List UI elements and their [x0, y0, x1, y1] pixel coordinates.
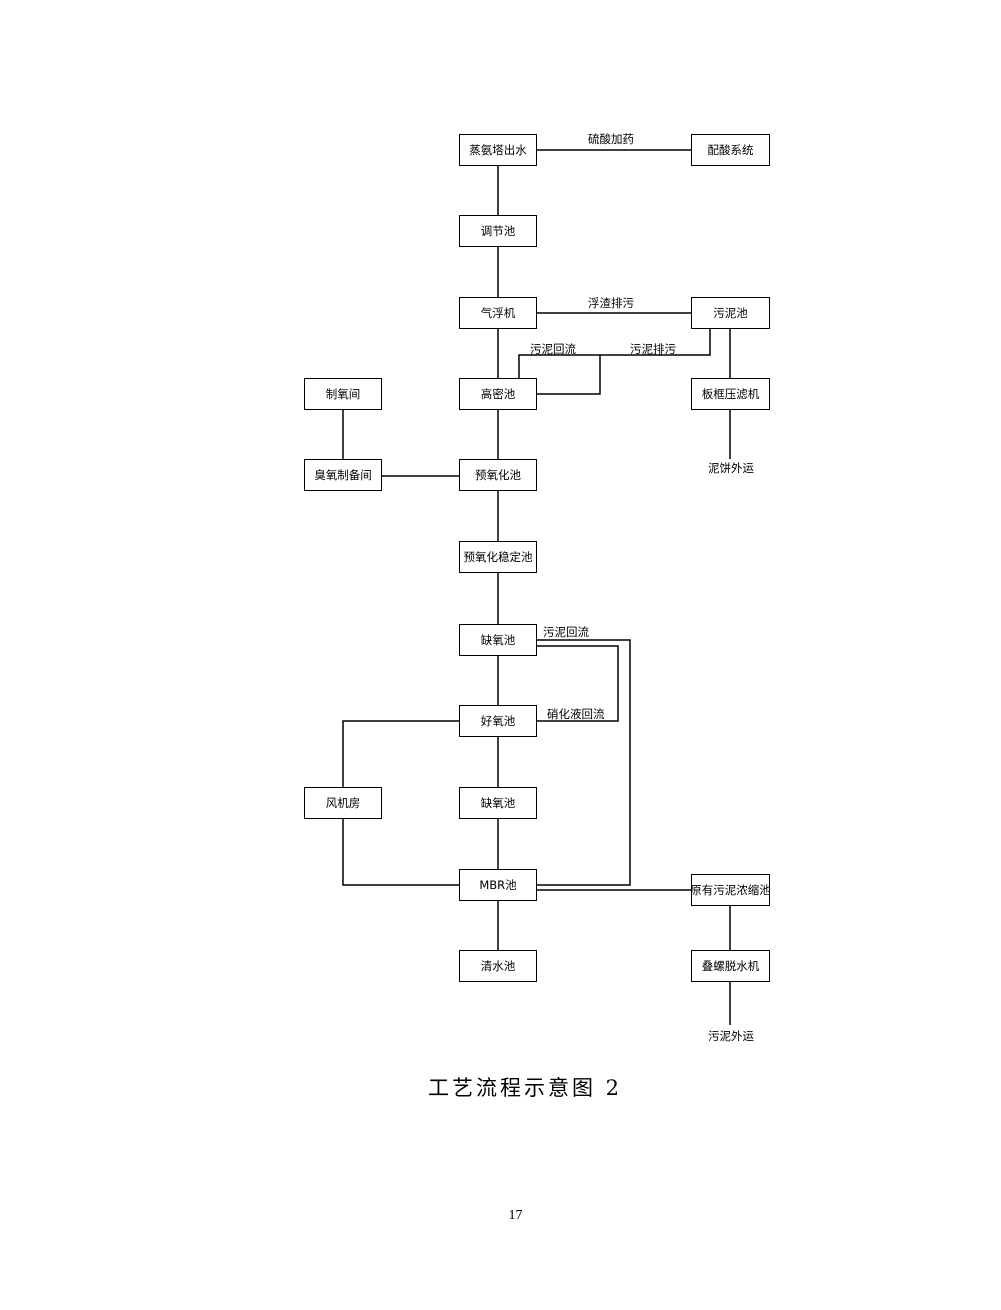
connector-nitrate-return — [537, 645, 619, 722]
connector-hd-sludge-discharge — [537, 355, 601, 395]
label-cake-out: 泥饼外运 — [708, 461, 754, 475]
node-clear-water-tank: 清水池 — [459, 950, 537, 982]
node-acid-system: 配酸系统 — [691, 134, 770, 166]
page-number: 17 — [508, 1208, 523, 1223]
node-filter-press: 板框压滤机 — [691, 378, 770, 410]
label-sulfuric-acid-dosing: 硫酸加药 — [588, 132, 634, 146]
label-sludge-discharge: 污泥排污 — [630, 342, 676, 356]
label-scum-discharge: 浮渣排污 — [588, 296, 634, 310]
node-ozone-room: 臭氧制备间 — [304, 459, 382, 491]
node-mbr-tank: MBR池 — [459, 869, 537, 901]
node-aerobic-tank: 好氧池 — [459, 705, 537, 737]
node-sludge-thickener: 原有污泥浓缩池 — [691, 874, 770, 906]
label-sludge-out: 污泥外运 — [708, 1029, 754, 1043]
node-anoxic-tank-2: 缺氧池 — [459, 787, 537, 819]
node-preoxidation-tank: 预氧化池 — [459, 459, 537, 491]
figure-caption: 工艺流程示意图 2 — [427, 1076, 623, 1100]
node-sludge-tank: 污泥池 — [691, 297, 770, 329]
label-sludge-return-mid: 污泥回流 — [543, 625, 589, 639]
node-blower-house: 风机房 — [304, 787, 382, 819]
connector-blower-to-mbr — [342, 819, 459, 886]
label-nitrate-return: 硝化液回流 — [547, 707, 605, 721]
connector-mbr-sludge-return — [537, 639, 631, 886]
node-oxygen-room: 制氧间 — [304, 378, 382, 410]
node-regulating-tank: 调节池 — [459, 215, 537, 247]
connector-aerobic-to-blower — [342, 720, 459, 787]
node-preoxidation-stable-tank: 预氧化稳定池 — [459, 541, 537, 573]
node-air-flotation: 气浮机 — [459, 297, 537, 329]
node-ammonia-stripper-effluent: 蒸氨塔出水 — [459, 134, 537, 166]
node-screw-dewaterer: 叠螺脱水机 — [691, 950, 770, 982]
node-high-density-tank: 高密池 — [459, 378, 537, 410]
connector-hd-sludge-loop — [518, 329, 711, 379]
label-sludge-return-top: 污泥回流 — [530, 342, 576, 356]
node-anoxic-tank-1: 缺氧池 — [459, 624, 537, 656]
